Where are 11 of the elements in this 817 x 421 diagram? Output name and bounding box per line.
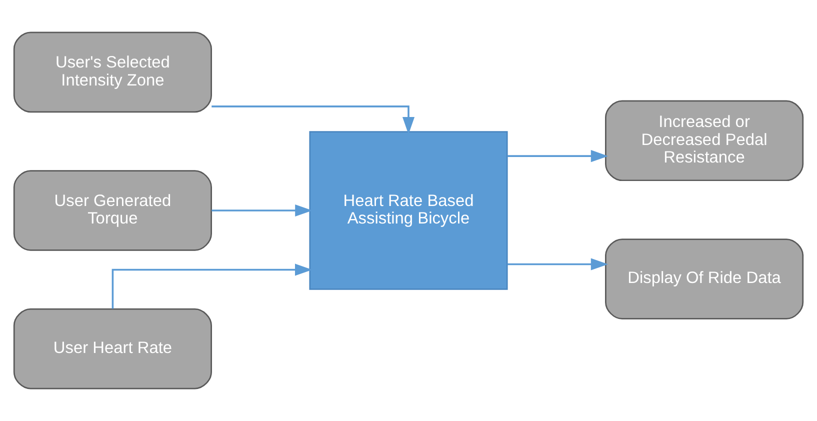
- arrow: [212, 106, 415, 134]
- arrow: [112, 264, 312, 309]
- node-box: User's Selected Intensity Zone: [13, 32, 212, 113]
- node-box: User Heart Rate: [13, 308, 212, 390]
- arrow: [507, 150, 608, 162]
- node-box: Display Of Ride Data: [605, 238, 804, 320]
- node-box: Heart Rate Based Assisting Bicycle: [309, 131, 508, 290]
- arrow: [507, 258, 608, 270]
- arrow: [212, 204, 312, 217]
- node-box: Increased or Decreased Pedal Resistance: [605, 100, 804, 182]
- node-box: User Generated Torque: [13, 170, 212, 251]
